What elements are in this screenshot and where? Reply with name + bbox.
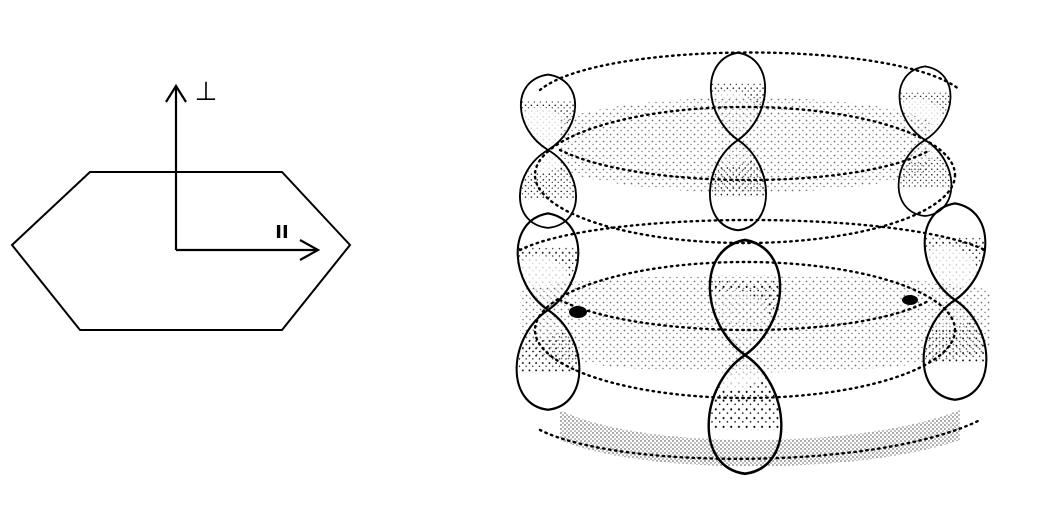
hexagon-axes-diagram: ⊥ II	[10, 77, 352, 331]
perpendicular-label: ⊥	[195, 77, 218, 107]
shadow-accent-left	[569, 306, 587, 318]
benzene-p-orbitals-illustration	[517, 51, 990, 474]
parallel-arrowhead	[299, 239, 321, 261]
parallel-label: II	[275, 222, 288, 243]
shadow-accent-right	[902, 295, 918, 305]
perpendicular-arrowhead	[165, 83, 187, 103]
hexagon-outline	[10, 171, 352, 331]
